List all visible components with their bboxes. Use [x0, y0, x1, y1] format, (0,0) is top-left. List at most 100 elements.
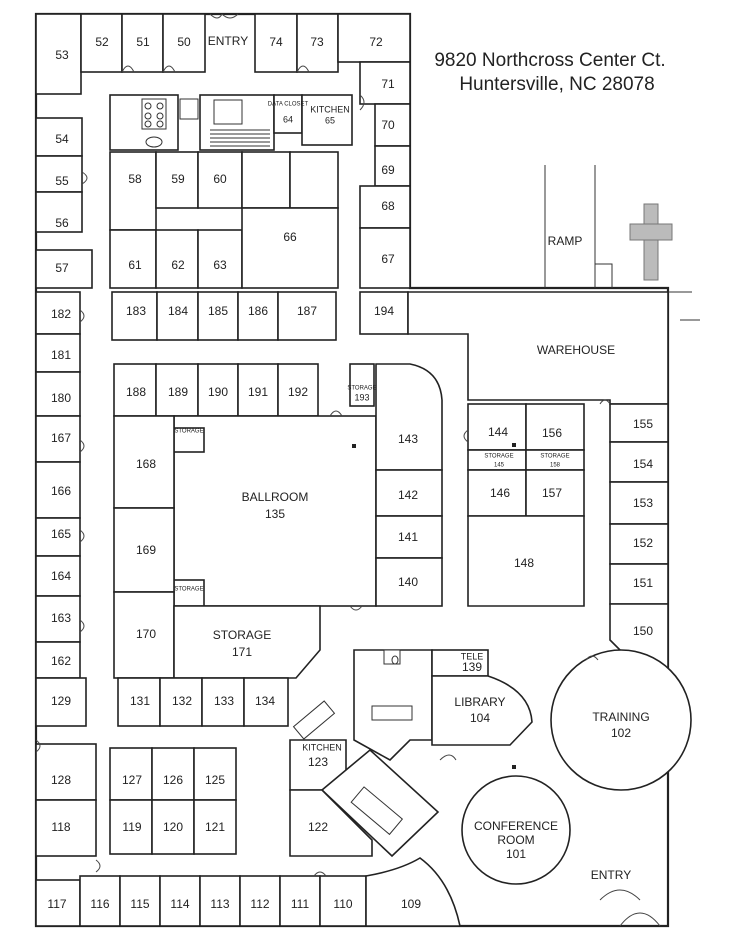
room-165[interactable]: [35, 517, 81, 557]
room-57[interactable]: [35, 249, 93, 289]
room-65[interactable]: [301, 94, 353, 146]
room-50[interactable]: [162, 13, 206, 73]
room-51[interactable]: [121, 13, 164, 73]
room-129[interactable]: [35, 677, 87, 727]
room-number: 152: [633, 536, 653, 550]
room-143[interactable]: [375, 363, 443, 471]
room-114[interactable]: [159, 875, 201, 927]
room-number: 139: [462, 660, 482, 674]
room-155[interactable]: [609, 403, 669, 443]
room-163[interactable]: [35, 595, 81, 643]
room-118[interactable]: [35, 799, 97, 857]
room-64[interactable]: [273, 94, 303, 134]
room-169[interactable]: [113, 507, 175, 593]
room-162[interactable]: [35, 641, 81, 679]
room-148[interactable]: [467, 515, 585, 607]
room-168[interactable]: [113, 415, 175, 509]
room-186[interactable]: [237, 291, 279, 341]
room-number: 193: [354, 392, 369, 402]
room-104[interactable]: [431, 675, 533, 746]
room-59[interactable]: [155, 151, 199, 209]
room-133[interactable]: [201, 677, 245, 727]
room-number: 52: [95, 35, 109, 49]
label-training: TRAINING: [592, 710, 649, 724]
room-number: 194: [374, 304, 394, 318]
room-119[interactable]: [109, 799, 153, 855]
room-70[interactable]: [374, 103, 411, 147]
room-187[interactable]: [277, 291, 337, 341]
room-194[interactable]: [359, 291, 409, 335]
room-number: 117: [47, 897, 66, 911]
room-55[interactable]: [35, 155, 83, 193]
room-181[interactable]: [35, 333, 81, 373]
room-170[interactable]: [113, 591, 175, 679]
ramp: [544, 165, 700, 321]
room-144[interactable]: [467, 403, 527, 451]
room-117[interactable]: [35, 879, 81, 927]
room-69[interactable]: [374, 145, 411, 187]
room-67[interactable]: [359, 227, 411, 289]
room-115[interactable]: [119, 875, 161, 927]
room-number: 72: [369, 35, 383, 49]
room-112[interactable]: [239, 875, 281, 927]
room-122[interactable]: [289, 789, 373, 857]
room-72[interactable]: [337, 13, 411, 63]
room-52[interactable]: [80, 13, 123, 73]
room-number: 57: [55, 261, 69, 275]
room-61[interactable]: [109, 229, 157, 289]
room-number: 122: [308, 820, 328, 834]
room-number: 184: [168, 304, 188, 318]
room-185[interactable]: [197, 291, 239, 341]
room-number: 151: [633, 576, 653, 590]
room-134[interactable]: [243, 677, 289, 727]
room-151[interactable]: [609, 563, 669, 605]
room-166[interactable]: [35, 461, 81, 519]
room-132[interactable]: [159, 677, 203, 727]
room-183[interactable]: [111, 291, 158, 341]
label-storage-145: STORAGE: [484, 454, 513, 460]
room-171[interactable]: [173, 605, 321, 679]
room-154[interactable]: [609, 441, 669, 483]
room-number: 118: [51, 820, 70, 834]
room-128[interactable]: [35, 743, 97, 801]
ballroom[interactable]: [173, 415, 377, 607]
room-number: 182: [51, 307, 71, 321]
room-140[interactable]: [375, 557, 443, 607]
room-number: 112: [250, 897, 269, 911]
room-102[interactable]: [550, 649, 692, 791]
room-number: 56: [55, 216, 69, 230]
room-121[interactable]: [193, 799, 237, 855]
room-193[interactable]: [349, 363, 375, 407]
room-62[interactable]: [155, 229, 199, 289]
room-number: 188: [126, 385, 146, 399]
room-68[interactable]: [359, 185, 411, 229]
room-131[interactable]: [117, 677, 161, 727]
room-141[interactable]: [375, 515, 443, 559]
room-number: 181: [51, 348, 71, 362]
room-139[interactable]: [431, 649, 489, 677]
column-markers: [352, 443, 516, 769]
room-number: 169: [136, 543, 156, 557]
room-182[interactable]: [35, 291, 81, 335]
room-66[interactable]: [241, 207, 339, 289]
room-109[interactable]: [365, 857, 461, 927]
room-101[interactable]: [461, 775, 571, 885]
room-142[interactable]: [375, 469, 443, 517]
room-188[interactable]: [113, 363, 157, 417]
room-54[interactable]: [35, 117, 83, 157]
room-157[interactable]: [525, 469, 585, 517]
room-184[interactable]: [156, 291, 199, 341]
room-number: 116: [90, 897, 109, 911]
room-58[interactable]: [109, 151, 157, 231]
room-number: 62: [171, 258, 185, 272]
room-number: 186: [248, 304, 268, 318]
room-56[interactable]: [35, 191, 83, 233]
room-number: 126: [163, 773, 183, 787]
room-111[interactable]: [279, 875, 321, 927]
room-71[interactable]: [359, 61, 411, 105]
stairwell-upper: [199, 94, 275, 151]
warehouse[interactable]: [407, 291, 669, 405]
room-number: 121: [205, 820, 225, 834]
room-164[interactable]: [35, 555, 81, 597]
